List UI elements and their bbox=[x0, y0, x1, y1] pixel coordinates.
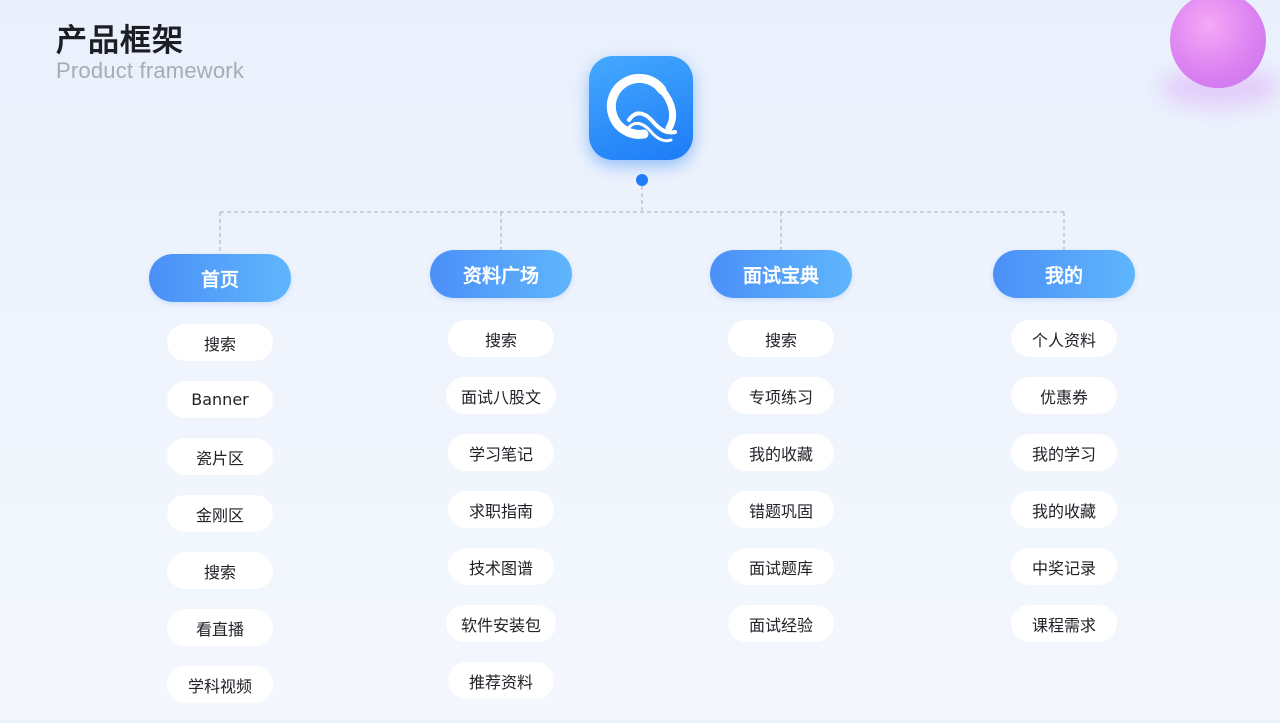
item-interview-essays[interactable]: 面试八股文 bbox=[445, 377, 556, 414]
item-prize-records[interactable]: 中奖记录 bbox=[1011, 548, 1117, 585]
item-recommended-resources[interactable]: 推荐资料 bbox=[447, 662, 554, 699]
category-home[interactable]: 首页 bbox=[149, 254, 291, 302]
item-my-learning[interactable]: 我的学习 bbox=[1011, 434, 1117, 471]
item-live-stream[interactable]: 看直播 bbox=[167, 609, 273, 646]
decorative-orb bbox=[1170, 0, 1266, 88]
item-study-notes[interactable]: 学习笔记 bbox=[447, 434, 554, 471]
item-subject-videos[interactable]: 学科视频 bbox=[167, 666, 273, 703]
item-banner[interactable]: Banner bbox=[167, 381, 273, 418]
item-search[interactable]: 搜索 bbox=[447, 320, 554, 357]
item-my-favorites[interactable]: 我的收藏 bbox=[728, 434, 834, 471]
column-home: 首页 搜索 Banner 瓷片区 金刚区 搜索 看直播 学科视频 bbox=[140, 254, 300, 723]
item-tile-area[interactable]: 瓷片区 bbox=[167, 438, 273, 475]
item-my-favorites[interactable]: 我的收藏 bbox=[1011, 491, 1117, 528]
item-software-packages[interactable]: 软件安装包 bbox=[445, 605, 556, 642]
category-interview[interactable]: 面试宝典 bbox=[710, 250, 852, 298]
root-node-dot bbox=[636, 174, 648, 186]
item-search-2[interactable]: 搜索 bbox=[167, 552, 273, 589]
item-tech-map[interactable]: 技术图谱 bbox=[447, 548, 554, 585]
app-logo-icon bbox=[589, 56, 693, 160]
category-mine[interactable]: 我的 bbox=[993, 250, 1135, 298]
page-title: 产品框架 bbox=[56, 23, 184, 59]
category-resources[interactable]: 资料广场 bbox=[430, 250, 572, 298]
item-question-bank[interactable]: 面试题库 bbox=[728, 548, 834, 585]
column-interview: 面试宝典 搜索 专项练习 我的收藏 错题巩固 面试题库 面试经验 bbox=[701, 250, 861, 662]
item-coupons[interactable]: 优惠券 bbox=[1011, 377, 1117, 414]
item-interview-experience[interactable]: 面试经验 bbox=[728, 605, 834, 642]
item-king-kong-area[interactable]: 金刚区 bbox=[167, 495, 273, 532]
item-job-guide[interactable]: 求职指南 bbox=[447, 491, 554, 528]
item-search[interactable]: 搜索 bbox=[167, 324, 273, 361]
column-resources: 资料广场 搜索 面试八股文 学习笔记 求职指南 技术图谱 软件安装包 推荐资料 bbox=[421, 250, 581, 719]
page-subtitle: Product framework bbox=[56, 58, 245, 83]
item-course-requests[interactable]: 课程需求 bbox=[1011, 605, 1117, 642]
item-topic-practice[interactable]: 专项练习 bbox=[728, 377, 834, 414]
item-profile[interactable]: 个人资料 bbox=[1011, 320, 1117, 357]
column-mine: 我的 个人资料 优惠券 我的学习 我的收藏 中奖记录 课程需求 bbox=[984, 250, 1144, 662]
item-search[interactable]: 搜索 bbox=[728, 320, 834, 357]
item-mistake-review[interactable]: 错题巩固 bbox=[728, 491, 834, 528]
